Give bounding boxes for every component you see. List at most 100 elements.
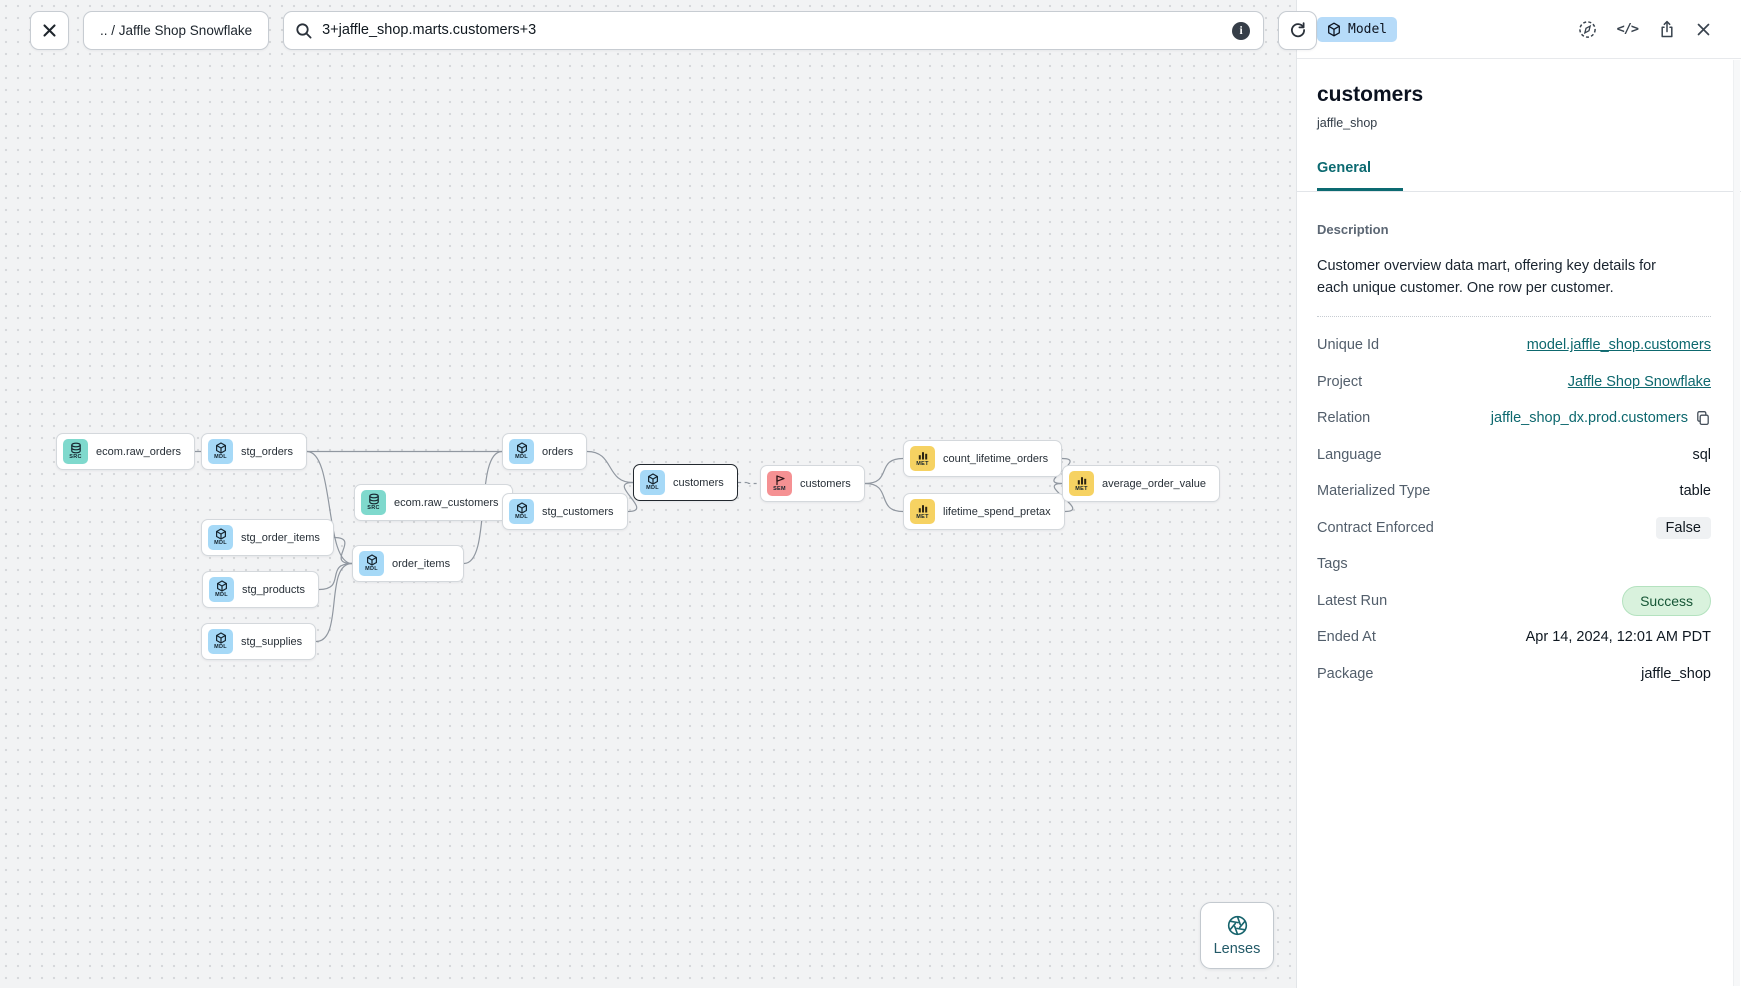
field-row-relation: Relation jaffle_shop_dx.prod.customers [1317, 400, 1711, 437]
description-label: Description [1317, 222, 1389, 237]
search-icon [295, 22, 313, 45]
node-label: count_lifetime_orders [943, 452, 1049, 465]
field-value-materialized-type: table [1679, 483, 1711, 500]
lineage-node-stg_supplies[interactable]: MDL stg_supplies [201, 623, 317, 660]
search-input[interactable] [322, 22, 1220, 38]
panel-header-actions: </> [1578, 20, 1711, 39]
edge-stg_supplies-to-order_items [315, 562, 353, 643]
field-label-contract-enforced: Contract Enforced [1317, 519, 1434, 536]
page-title: customers [1317, 83, 1424, 106]
node-label: stg_supplies [241, 635, 303, 648]
lineage-node-customers_sem[interactable]: SEM customers [760, 465, 865, 502]
mdl-icon: MDL [208, 629, 233, 654]
refresh-button[interactable] [1278, 10, 1318, 50]
lineage-node-stg_products[interactable]: MDL stg_products [202, 571, 319, 608]
tab-general[interactable]: General [1317, 160, 1403, 191]
tabs: General [1297, 160, 1741, 192]
node-label: customers [800, 477, 851, 490]
met-icon: MET [1069, 471, 1094, 496]
lineage-node-orders[interactable]: MDL orders [502, 433, 588, 470]
mdl-icon: MDL [208, 439, 233, 464]
resource-type-badge: Model [1317, 16, 1398, 42]
divider [1317, 316, 1711, 317]
mdl-icon: MDL [209, 577, 234, 602]
lineage-node-order_items[interactable]: MDL order_items [352, 545, 465, 582]
field-value-ended-at: Apr 14, 2024, 12:01 AM PDT [1525, 629, 1711, 646]
node-label: order_items [392, 557, 451, 570]
mdl-icon: MDL [509, 499, 534, 524]
mdl-icon: MDL [509, 439, 534, 464]
breadcrumb[interactable]: .. / Jaffle Shop Snowflake [83, 10, 270, 50]
node-label: ecom.raw_orders [96, 445, 181, 458]
edge-stg_orders-to-order_items [306, 450, 353, 565]
lineage-canvas[interactable]: .. / Jaffle Shop Snowflake i SRC ecom.raw… [0, 0, 1318, 988]
lenses-button[interactable]: Lenses [1200, 902, 1274, 969]
edge-customers_sem-to-count_lifetime_orders [864, 457, 904, 485]
met-icon: MET [910, 499, 935, 524]
panel-header: Model </> [1297, 0, 1741, 59]
field-label-package: Package [1317, 665, 1374, 682]
node-label: ecom.raw_customers [394, 496, 499, 509]
node-label: average_order_value [1102, 477, 1206, 490]
package-subtitle: jaffle_shop [1317, 116, 1378, 130]
mdl-icon: MDL [208, 525, 233, 550]
lineage-toolbar: .. / Jaffle Shop Snowflake i [0, 0, 1318, 60]
field-label-latest-run: Latest Run [1317, 592, 1388, 609]
field-value-project[interactable]: Jaffle Shop Snowflake [1567, 373, 1711, 390]
field-value-contract-enforced: False [1655, 516, 1711, 539]
src-icon: SRC [361, 490, 386, 515]
details-panel: Model </> [1296, 0, 1741, 988]
lineage-node-lifetime_spend_pretax[interactable]: MET lifetime_spend_pretax [903, 493, 1065, 530]
close-lineage-button[interactable] [30, 10, 69, 50]
lineage-node-average_order_value[interactable]: MET average_order_value [1062, 465, 1220, 502]
field-value-relation: jaffle_shop_dx.prod.customers [1490, 410, 1688, 427]
edge-stg_order_items-to-order_items [333, 536, 353, 565]
field-row-project: Project Jaffle Shop Snowflake [1317, 364, 1711, 401]
field-value-unique-id[interactable]: model.jaffle_shop.customers [1526, 337, 1711, 354]
resource-type-label: Model [1348, 21, 1388, 37]
node-label: customers [673, 476, 724, 489]
lineage-node-stg_order_items[interactable]: MDL stg_order_items [201, 519, 334, 556]
panel-scrollbar[interactable] [1733, 60, 1740, 986]
breadcrumb-label: .. / Jaffle Shop Snowflake [100, 22, 253, 38]
sem-icon: SEM [767, 471, 792, 496]
close-panel-icon[interactable] [1696, 22, 1711, 37]
field-row-tags: Tags [1317, 546, 1711, 583]
node-label: stg_order_items [241, 531, 320, 544]
edge-stg_products-to-order_items [318, 562, 353, 591]
edge-orders-to-customers [586, 450, 634, 484]
code-icon[interactable]: </> [1616, 21, 1639, 37]
field-label-project: Project [1317, 373, 1363, 390]
node-label: orders [542, 445, 574, 458]
src-icon: SRC [63, 439, 88, 464]
share-icon[interactable] [1658, 20, 1676, 39]
lineage-edges [191, 450, 1074, 643]
field-row-contract-enforced: Contract Enforced False [1317, 510, 1711, 547]
node-label: stg_products [242, 583, 305, 596]
node-label: lifetime_spend_pretax [943, 505, 1051, 518]
lineage-node-ecom.raw_customers[interactable]: SRC ecom.raw_customers [354, 484, 513, 521]
field-label-tags: Tags [1317, 556, 1348, 573]
model-cube-icon [1327, 22, 1341, 37]
copy-icon[interactable] [1695, 410, 1711, 426]
explore-compass-icon[interactable] [1578, 20, 1597, 39]
info-icon[interactable]: i [1232, 21, 1251, 40]
field-label-relation: Relation [1317, 410, 1371, 427]
mdl-icon: MDL [359, 551, 384, 576]
close-icon [42, 23, 57, 38]
description-text: Customer overview data mart, offering ke… [1317, 258, 1657, 296]
lineage-node-ecom.raw_orders[interactable]: SRC ecom.raw_orders [56, 433, 195, 470]
lineage-search[interactable]: i [283, 10, 1265, 50]
